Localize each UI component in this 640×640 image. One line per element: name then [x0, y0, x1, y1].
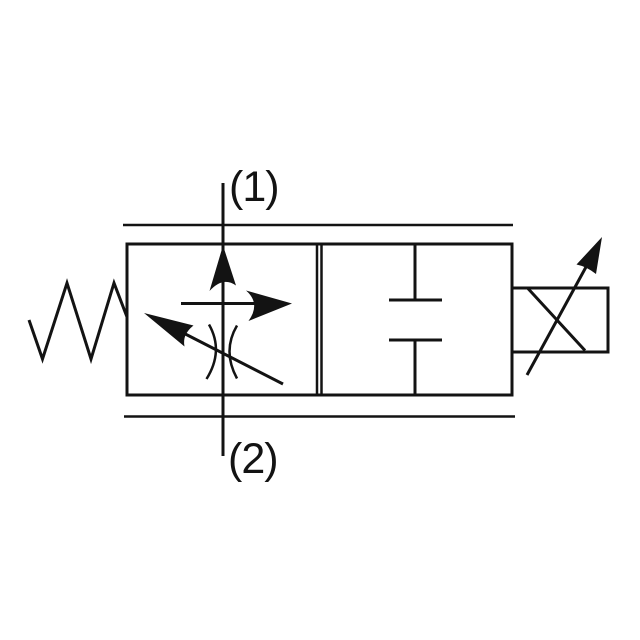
- orifice-arrowhead-icon: [144, 313, 194, 347]
- valve-body-rect: [125, 242, 514, 397]
- variable-orifice-left-arc: [205, 323, 218, 380]
- port-1-label: (1): [229, 163, 279, 211]
- solenoid-arrow-shaft: [525, 255, 594, 376]
- port-2-label: (2): [228, 435, 278, 483]
- variable-orifice-right-arc: [228, 324, 239, 380]
- spring-icon: [27, 278, 129, 365]
- schematic-arrowheads: [144, 237, 602, 347]
- schematic-strokes: [27, 183, 610, 456]
- adjustment-arrow-icon: [576, 237, 602, 274]
- up-flow-arrow-icon: [209, 245, 236, 291]
- proportional-solenoid-icon: [510, 286, 610, 354]
- schematic-labels: (1) (2): [228, 163, 280, 483]
- right-flow-arrow-icon: [246, 290, 292, 321]
